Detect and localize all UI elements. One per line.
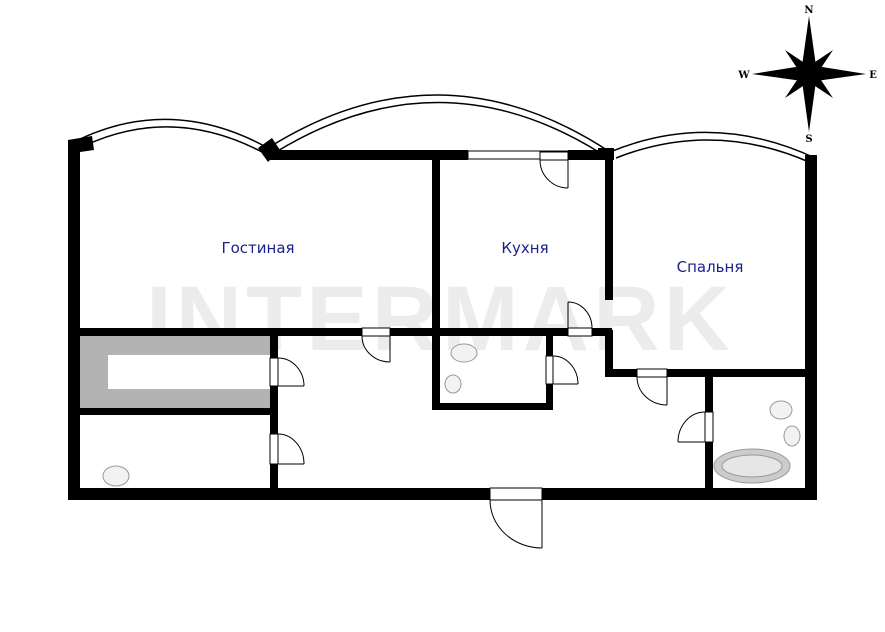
walls: [68, 136, 817, 500]
room-label-bedroom: Спальня: [677, 258, 744, 276]
storage-area: [80, 336, 270, 408]
sanitary-fixtures: [102, 343, 801, 487]
compass-west: W: [737, 70, 750, 81]
room-label-living: Гостиная: [221, 239, 294, 257]
compass-south: S: [805, 134, 812, 145]
compass-north: N: [804, 5, 813, 16]
doors: [269, 151, 714, 549]
room-label-kitchen: Кухня: [501, 239, 548, 257]
compass-east: E: [869, 70, 877, 81]
compass-rose-icon: N S E W: [737, 5, 877, 145]
bay-windows: [77, 94, 816, 163]
